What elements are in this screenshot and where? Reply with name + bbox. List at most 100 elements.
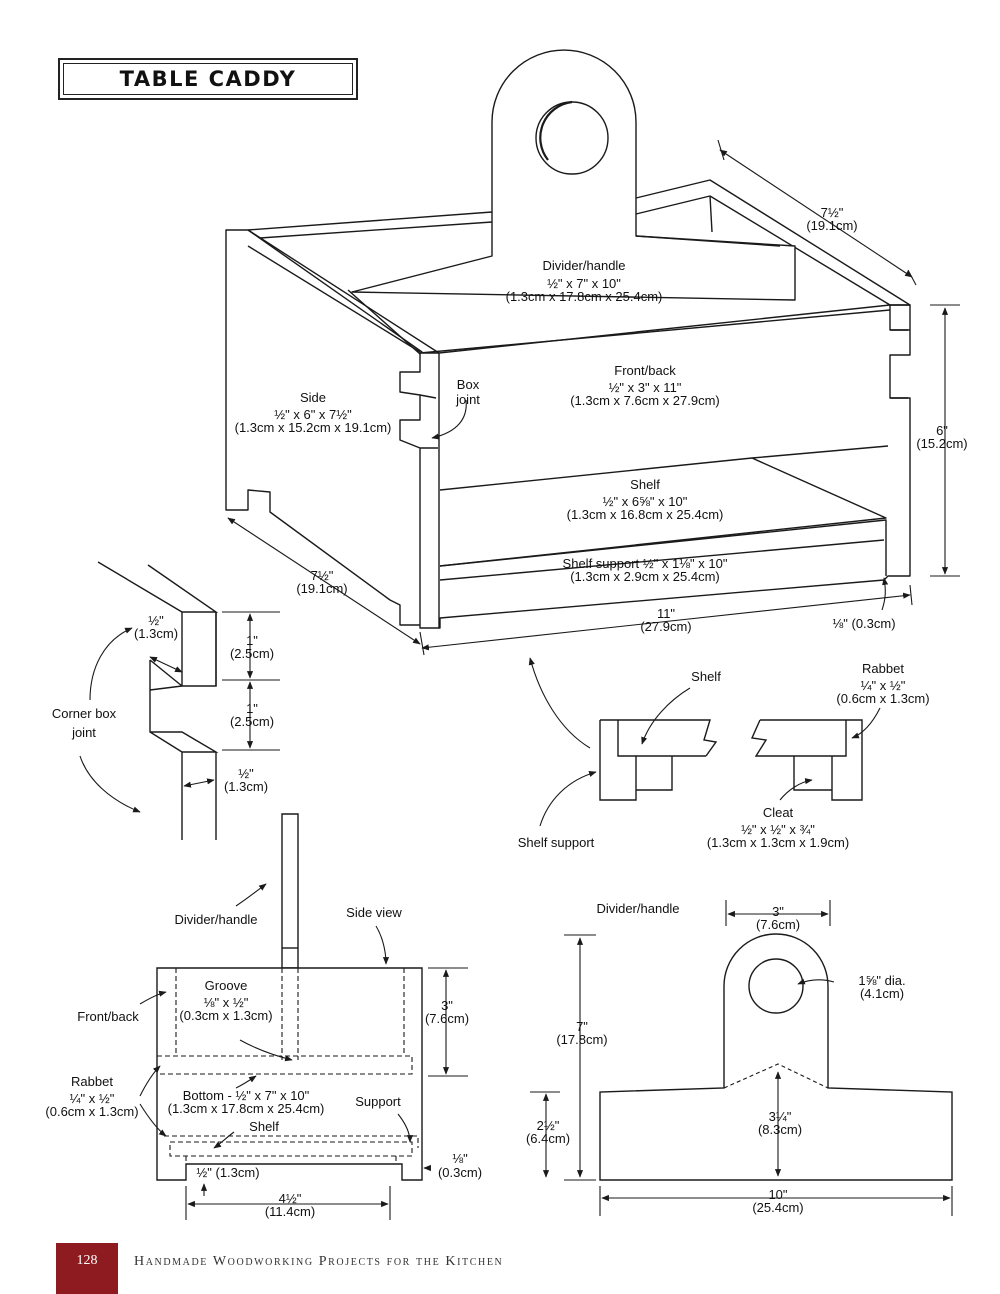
corner-dim-1b-metric: (2.5cm) <box>230 714 274 729</box>
corner-dim-1a: 1" <box>246 633 258 648</box>
detail-shelf-label: Shelf <box>691 669 721 684</box>
frontback-size-metric: (1.3cm x 7.6cm x 27.9cm) <box>570 393 720 408</box>
side-label: Side <box>300 390 326 405</box>
side-view-labels: Divider/handle Side view Groove ⅛" x ½" … <box>45 905 482 1219</box>
dim-length-metric: (27.9cm) <box>640 619 691 634</box>
detail-cleat-size-metric: (1.3cm x 1.3cm x 1.9cm) <box>707 835 849 850</box>
divider-size: ½" x 7" x 10" <box>547 276 621 291</box>
detail-cleat-label: Cleat <box>763 805 794 820</box>
divider-size-metric: (1.3cm x 17.8cm x 25.4cm) <box>506 289 663 304</box>
handle-dimensions <box>530 900 953 1216</box>
handle-w10-metric: (25.4cm) <box>752 1200 803 1215</box>
handle-h7: 7" <box>576 1019 588 1034</box>
side-size-metric: (1.3cm x 15.2cm x 19.1cm) <box>235 420 392 435</box>
side-size: ½" x 6" x 7½" <box>274 407 352 422</box>
frontback-label: Front/back <box>614 363 676 378</box>
shelf-detail-arrows <box>528 657 881 827</box>
corner-dim-half-b: ½" <box>238 766 254 781</box>
detail-shelfsupport-label: Shelf support <box>518 835 595 850</box>
sideview-groove-size-metric: (0.3cm x 1.3cm) <box>179 1008 272 1023</box>
sideview-support-label: Support <box>355 1094 401 1109</box>
sideview-dim45-metric: (11.4cm) <box>265 1204 315 1219</box>
dim-length: 11" <box>657 606 675 621</box>
sideview-divider-label: Divider/handle <box>174 912 257 927</box>
divider-label: Divider/handle <box>542 258 625 273</box>
side-view-dimensions <box>139 883 468 1220</box>
sideview-dim3: 3" <box>441 998 453 1013</box>
sideview-rabbet-size-metric: (0.6cm x 1.3cm) <box>45 1104 138 1119</box>
sideview-groove-size: ⅛" x ½" <box>204 995 249 1010</box>
handle-dia: 1⅝" dia. <box>858 973 905 988</box>
corner-dim-half-b-metric: (1.3cm) <box>224 779 268 794</box>
dim-height-metric: (15.2cm) <box>916 436 967 451</box>
dim-depth-top: 7½" <box>821 205 844 220</box>
corner-dim-1b: 1" <box>246 701 258 716</box>
handle-w3: 3" <box>772 904 784 919</box>
handle-drawing <box>599 933 953 1181</box>
detail-rabbet-size-metric: (0.6cm x 1.3cm) <box>836 691 929 706</box>
caddy-handle-divider <box>351 49 796 301</box>
page-number: 128 <box>76 1253 98 1268</box>
boxjoint-label-2: joint <box>455 392 480 407</box>
shelf-label: Shelf <box>630 477 660 492</box>
caddy-isometric-drawing <box>225 49 911 629</box>
shelf-detail-drawing <box>599 719 863 801</box>
caddy-dimensions <box>227 139 960 656</box>
page-number-badge: 128 <box>56 1243 118 1294</box>
caddy-shelf-support <box>439 519 887 581</box>
caddy-shelf <box>439 445 889 567</box>
frontback-size: ½" x 3" x 11" <box>609 380 682 395</box>
sideview-groove-label: Groove <box>205 978 248 993</box>
corner-dim-1a-metric: (2.5cm) <box>230 646 274 661</box>
handle-h25: 2½" <box>537 1118 560 1133</box>
sideview-bottom-label: Bottom - ½" x 7" x 10" <box>183 1088 310 1103</box>
sideview-frontback-label: Front/back <box>77 1009 139 1024</box>
caddy-labels: Divider/handle ½" x 7" x 10" (1.3cm x 17… <box>235 205 968 634</box>
handle-h325: 3¼" <box>769 1109 792 1124</box>
sideview-dim45: 4½" <box>279 1191 302 1206</box>
corner-dimensions <box>79 611 280 813</box>
corner-dim-half: ½" <box>148 613 164 628</box>
caddy-handle-hole <box>535 101 609 175</box>
handle-labels: Divider/handle 3" (7.6cm) 1⅝" dia. (4.1c… <box>526 901 906 1215</box>
dim-depth-top-metric: (19.1cm) <box>806 218 857 233</box>
dim-depth-left-metric: (19.1cm) <box>296 581 347 596</box>
dim-height: 6" <box>936 423 948 438</box>
shelf-size-metric: (1.3cm x 16.8cm x 25.4cm) <box>567 507 724 522</box>
handle-w10: 10" <box>768 1187 787 1202</box>
title-inner-frame: TABLE CADDY <box>63 63 353 95</box>
detail-rabbet-label: Rabbet <box>862 661 904 676</box>
dim-gap: ⅛" (0.3cm) <box>832 616 895 631</box>
book-title: Handmade Woodworking Projects for the Ki… <box>134 1254 504 1269</box>
handle-title: Divider/handle <box>596 901 679 916</box>
corner-joint-label-2: joint <box>71 725 96 740</box>
detail-rabbet-size: ¼" x ½" <box>861 678 906 693</box>
handle-h7-metric: (17.8cm) <box>556 1032 607 1047</box>
sideview-title: Side view <box>346 905 402 920</box>
handle-h325-metric: (8.3cm) <box>758 1122 802 1137</box>
handle-dia-metric: (4.1cm) <box>860 986 904 1001</box>
dim-depth-left: 7½" <box>311 568 334 583</box>
corner-labels: Corner box joint ½" (1.3cm) 1" (2.5cm) 1… <box>52 613 274 794</box>
page-title: TABLE CADDY <box>119 67 297 91</box>
sideview-eighth: ⅛" <box>452 1151 468 1166</box>
sideview-dim3-metric: (7.6cm) <box>425 1011 469 1026</box>
caddy-back-far-edge <box>709 195 713 233</box>
side-view-drawing <box>156 813 423 1181</box>
caddy-front-top-edge <box>419 304 911 628</box>
sideview-shelf-label: Shelf <box>249 1119 279 1134</box>
corner-box-joint-drawing <box>97 561 219 840</box>
sideview-bottom-size-metric: (1.3cm x 17.8cm x 25.4cm) <box>168 1101 325 1116</box>
sideview-rabbet-label: Rabbet <box>71 1074 113 1089</box>
side-view-hidden-lines <box>157 968 419 1164</box>
caddy-side-rim <box>247 229 440 354</box>
handle-w3-metric: (7.6cm) <box>756 917 800 932</box>
caddy-box-joint-cuts <box>419 329 908 449</box>
sideview-eighth-metric: (0.3cm) <box>438 1165 482 1180</box>
boxjoint-label-1: Box <box>457 377 480 392</box>
corner-joint-label-1: Corner box <box>52 706 117 721</box>
detail-cleat-size: ½" x ½" x ¾" <box>741 822 815 837</box>
shelf-size: ½" x 6⅝" x 10" <box>603 494 688 509</box>
title-box: TABLE CADDY <box>58 58 358 100</box>
